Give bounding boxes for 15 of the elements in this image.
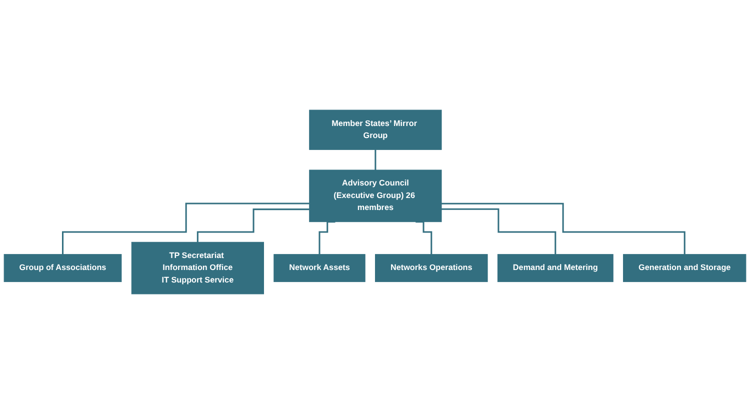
- node-box: Network Assets: [274, 254, 366, 282]
- node-box: Networks Operations: [375, 254, 488, 282]
- connector: [442, 202, 686, 256]
- node-box: Generation and Storage: [623, 254, 746, 282]
- connector: [318, 221, 336, 256]
- connector: [442, 208, 556, 256]
- node-box: Group of Associations: [4, 254, 122, 282]
- connector: [416, 221, 432, 256]
- connector: [62, 202, 310, 256]
- node-box: Member States’ Mirror Group: [309, 110, 442, 150]
- node-box: Demand and Metering: [497, 254, 614, 282]
- connector: [374, 148, 376, 171]
- node-box: TP Secretariat Information Office IT Support Service: [131, 242, 264, 294]
- connector: [196, 208, 310, 243]
- node-box: Advisory Council (Executive Group) 26 membres: [309, 170, 442, 222]
